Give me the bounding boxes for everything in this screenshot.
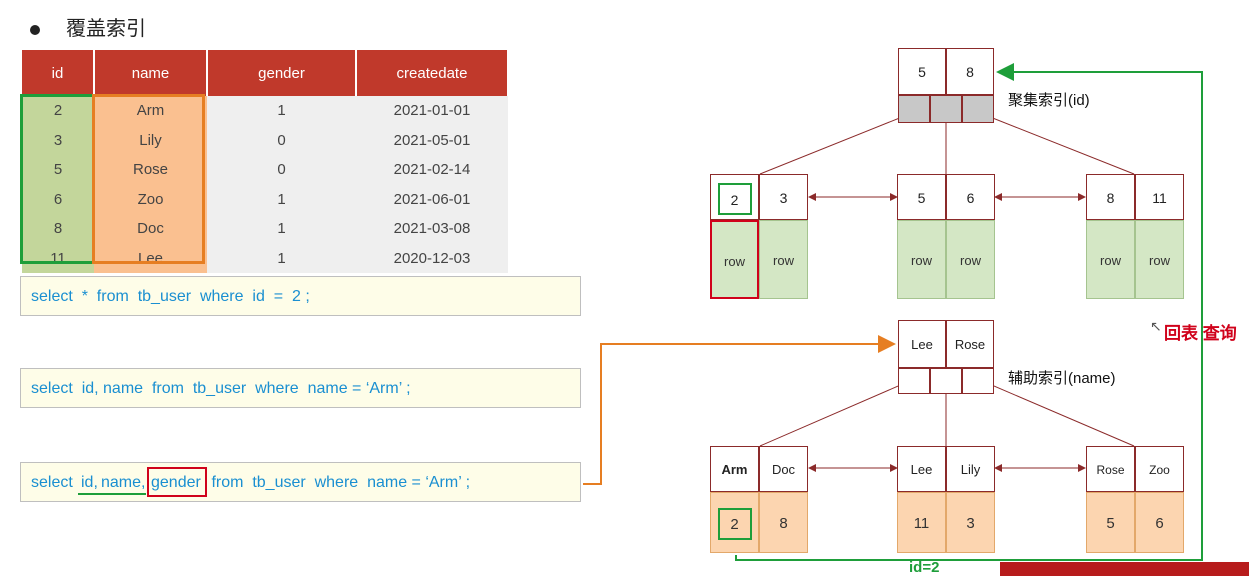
back-to-table-arrow <box>735 63 1203 561</box>
clustered-leaf-key: 6 <box>946 174 995 220</box>
cell-id: 11 <box>22 243 94 273</box>
secondary-root-key: Lee <box>898 320 946 368</box>
cell-gender: 0 <box>207 155 356 185</box>
clustered-leaf-key: 2 <box>710 174 759 220</box>
cell-createdate: 2021-05-01 <box>356 125 508 155</box>
clustered-leaf-key: 5 <box>897 174 946 220</box>
branch-line <box>759 112 913 175</box>
highlighted-id: 2 <box>717 508 752 541</box>
secondary-leaf-id: 5 <box>1086 492 1135 553</box>
table-row: 5 Rose 0 2021-02-14 <box>22 155 508 185</box>
cell-gender: 1 <box>207 214 356 244</box>
table-header-row: id name gender createdate <box>22 50 509 96</box>
name-column-highlight <box>92 94 205 264</box>
secondary-leaf-id: 8 <box>759 492 808 553</box>
cell-name: Doc <box>94 214 207 244</box>
secondary-leaf-id: 3 <box>946 492 995 553</box>
sql-query-3: select id, name, gender from tb_user whe… <box>20 462 581 502</box>
cell-id: 2 <box>22 96 94 126</box>
secondary-leaf-key: Doc <box>759 446 808 492</box>
cell-createdate: 2020-12-03 <box>356 243 508 273</box>
id-equals-label: id=2 <box>909 559 940 576</box>
highlighted-key: 2 <box>717 183 752 216</box>
cursor-icon: ↖ <box>1150 318 1162 334</box>
secondary-leaf-key: Zoo <box>1135 446 1184 492</box>
pointer-cell <box>898 95 930 123</box>
table-row: 3 Lily 0 2021-05-01 <box>22 125 508 155</box>
back-to-table-label: 回表 查询 <box>1164 324 1237 343</box>
column-header-id: id <box>22 50 95 96</box>
cell-name: Lily <box>94 125 207 155</box>
secondary-leaf-key: Rose <box>1086 446 1135 492</box>
secondary-leaf-id: 11 <box>897 492 946 553</box>
gender-highlight-box <box>147 467 207 497</box>
user-table: id name gender createdate 2 Arm 1 2021-0… <box>22 50 509 273</box>
footer-banner <box>1000 562 1249 576</box>
section-title: 覆盖索引 <box>30 12 146 41</box>
pointer-cell <box>930 368 962 394</box>
table-row: 8 Doc 1 2021-03-08 <box>22 214 508 244</box>
row-data-highlighted: row <box>710 220 759 299</box>
column-header-createdate: createdate <box>356 50 509 96</box>
sql3-name: name, <box>101 474 146 491</box>
cell-gender: 0 <box>207 125 356 155</box>
clustered-index-label: 聚集索引(id) <box>1008 92 1090 109</box>
sql3-id: id, <box>81 474 98 491</box>
secondary-leaf-id: 6 <box>1135 492 1184 553</box>
cell-id: 6 <box>22 184 94 214</box>
cell-createdate: 2021-02-14 <box>356 155 508 185</box>
clustered-leaf-key: 3 <box>759 174 808 220</box>
cell-name: Lee <box>94 243 207 273</box>
secondary-root-key: Rose <box>946 320 994 368</box>
secondary-leaf-key: Lee <box>897 446 946 492</box>
sql3-gender: gender <box>151 474 201 491</box>
cell-createdate: 2021-06-01 <box>356 184 508 214</box>
pointer-cell <box>962 95 994 123</box>
branch-line <box>979 379 1135 447</box>
secondary-index-label: 辅助索引(name) <box>1008 370 1116 387</box>
secondary-leaf-id: 2 <box>710 492 759 553</box>
cell-name: Zoo <box>94 184 207 214</box>
cell-id: 8 <box>22 214 94 244</box>
row-data: row <box>1135 220 1184 299</box>
sql3-select: select <box>31 474 78 491</box>
sql-query-2: select id, name from tb_user where name … <box>20 368 581 408</box>
query-to-index-arrow <box>583 335 896 485</box>
sql3-rest: from tb_user where name = ‘Arm’ ; <box>207 474 471 491</box>
row-data: row <box>946 220 995 299</box>
row-data: row <box>1086 220 1135 299</box>
table-row: 6 Zoo 1 2021-06-01 <box>22 184 508 214</box>
cell-gender: 1 <box>207 184 356 214</box>
pointer-cell <box>962 368 994 394</box>
clustered-root-key: 8 <box>946 48 994 95</box>
secondary-leaf-key: Arm <box>710 446 759 492</box>
cell-id: 3 <box>22 125 94 155</box>
branch-line <box>759 379 913 447</box>
clustered-leaf-key: 11 <box>1135 174 1184 220</box>
cell-id: 5 <box>22 155 94 185</box>
sql-query-1: select * from tb_user where id = 2 ; <box>20 276 581 316</box>
table-row: 11 Lee 1 2020-12-03 <box>22 243 508 273</box>
column-header-name: name <box>94 50 208 96</box>
row-data: row <box>759 220 808 299</box>
clustered-leaf-key: 8 <box>1086 174 1135 220</box>
branch-line <box>979 112 1135 175</box>
table-row: 2 Arm 1 2021-01-01 <box>22 96 508 126</box>
cell-gender: 1 <box>207 96 356 126</box>
clustered-root-key: 5 <box>898 48 946 95</box>
cell-createdate: 2021-03-08 <box>356 214 508 244</box>
cell-name: Arm <box>94 96 207 126</box>
secondary-leaf-key: Lily <box>946 446 995 492</box>
pointer-cell <box>898 368 930 394</box>
row-data: row <box>897 220 946 299</box>
pointer-cell <box>930 95 962 123</box>
bullet-icon <box>30 24 40 35</box>
cell-gender: 1 <box>207 243 356 273</box>
cell-name: Rose <box>94 155 207 185</box>
column-header-gender: gender <box>207 50 357 96</box>
cell-createdate: 2021-01-01 <box>356 96 508 126</box>
